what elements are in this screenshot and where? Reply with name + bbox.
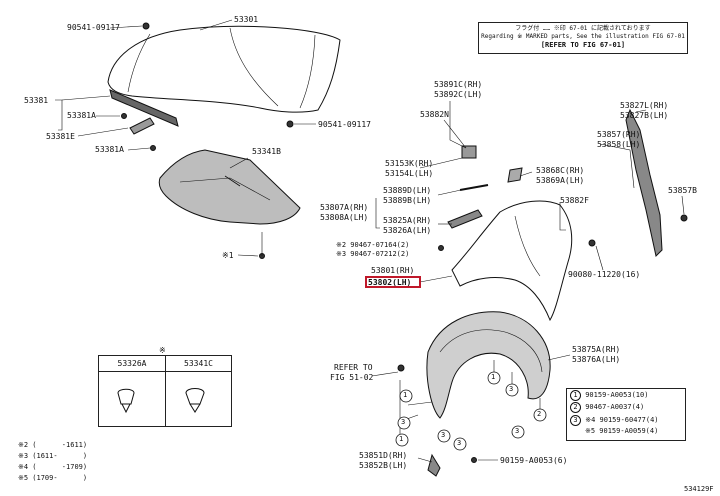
callout-number: 3 bbox=[509, 385, 514, 393]
part-label[interactable]: 53889B(LH) bbox=[383, 196, 432, 205]
callout-number: 1 bbox=[399, 435, 404, 443]
hood-insulator bbox=[158, 149, 301, 225]
part-label[interactable]: 53301 bbox=[234, 15, 259, 24]
highlight-box bbox=[365, 276, 421, 288]
fastener-key-table: 1 90159-A0053(10) 2 90467-A0037(4) 3 ※4 … bbox=[566, 388, 686, 441]
note-line-jp: フラグ付 …… ※印 67-01 に記載されております bbox=[515, 25, 651, 32]
footnote: ※4 ( -1709) bbox=[18, 463, 88, 471]
key-row-3[interactable]: 3 ※4 90159-60477(4) bbox=[570, 415, 659, 426]
refer-label[interactable]: FIG 51-02 bbox=[330, 373, 374, 382]
part-label[interactable]: 53857B bbox=[668, 186, 697, 195]
note-refer: [REFER TO FIG 67-01] bbox=[540, 41, 626, 49]
part-label[interactable]: 53868C(RH) bbox=[536, 166, 585, 175]
part-label[interactable]: 53807A(RH) bbox=[320, 203, 369, 212]
part-label[interactable]: 53857(RH) bbox=[597, 130, 641, 139]
part-label[interactable]: 53154L(LH) bbox=[385, 169, 434, 178]
callout-circles bbox=[395, 371, 547, 451]
part-label[interactable]: 53858(LH) bbox=[597, 140, 641, 149]
callout-number: 3 bbox=[515, 427, 520, 435]
fender-outline bbox=[451, 200, 573, 322]
part-label[interactable]: 53889D(LH) bbox=[383, 186, 432, 195]
key-row-1[interactable]: 1 90159-A0053(10) bbox=[570, 390, 648, 401]
part-label[interactable]: 90159-A0053(6) bbox=[500, 456, 568, 465]
part-label[interactable]: 53892C(LH) bbox=[434, 90, 483, 99]
part-label[interactable]: 53381 bbox=[24, 96, 49, 105]
hood-outline bbox=[107, 25, 341, 113]
part-label[interactable]: 53827L(RH) bbox=[620, 101, 669, 110]
part-label[interactable]: 53341B bbox=[252, 147, 281, 156]
part-label[interactable]: 53882N bbox=[420, 110, 449, 119]
part-label[interactable]: 53891C(RH) bbox=[434, 80, 483, 89]
part-label[interactable]: 53808A(LH) bbox=[320, 213, 369, 222]
star-label: ※1 bbox=[222, 251, 234, 260]
part-label[interactable]: 53381E bbox=[46, 132, 75, 141]
part-label[interactable]: 53875A(RH) bbox=[572, 345, 621, 354]
part-label[interactable]: 53876A(LH) bbox=[572, 355, 621, 364]
part-label[interactable]: 53882F bbox=[560, 196, 589, 205]
part-label[interactable]: 90541-09117 bbox=[67, 23, 120, 32]
hood-seal bbox=[109, 89, 179, 127]
part-label[interactable]: 53827B(LH) bbox=[620, 111, 669, 120]
part-label[interactable]: 53825A(RH) bbox=[383, 216, 432, 225]
refer-label[interactable]: REFER TO bbox=[334, 363, 373, 372]
key-row-4[interactable]: ※5 90159-A0059(4) bbox=[585, 427, 659, 435]
part-label[interactable]: 53852B(LH) bbox=[359, 461, 408, 470]
part-label[interactable]: ※3 90467-07212(2) bbox=[336, 250, 410, 258]
callout-number: 3 bbox=[401, 418, 406, 426]
clip-table: 53326A 53341C bbox=[98, 355, 232, 427]
clip-col-53326A[interactable]: 53326A bbox=[99, 356, 166, 372]
note-line-en: Regarding ※ MARKED parts, See the illust… bbox=[481, 33, 685, 40]
part-label[interactable]: ※2 90467-07164(2) bbox=[336, 241, 410, 249]
callout-number: 2 bbox=[537, 410, 542, 418]
note-box: フラグ付 …… ※印 67-01 に記載されております Regarding ※ … bbox=[478, 22, 688, 54]
key-row-2[interactable]: 2 90467-A0037(4) bbox=[570, 402, 644, 413]
fender-liner bbox=[426, 311, 551, 419]
callout-number: 3 bbox=[457, 439, 462, 447]
part-label-highlighted[interactable]: 53802(LH) bbox=[368, 278, 412, 287]
footnote: ※2 ( -1611) bbox=[18, 441, 88, 449]
clip-col-53341C[interactable]: 53341C bbox=[166, 356, 231, 372]
footnote: ※3 (1611- ) bbox=[18, 452, 88, 460]
part-label[interactable]: 53153K(RH) bbox=[385, 159, 434, 168]
part-label[interactable]: 90541-09117 bbox=[318, 120, 371, 129]
footnote: ※5 (1709- ) bbox=[18, 474, 88, 482]
part-label[interactable]: 53381A bbox=[67, 111, 96, 120]
part-label[interactable]: 53381A bbox=[95, 145, 124, 154]
part-label[interactable]: 53801(RH) bbox=[371, 266, 415, 275]
part-label[interactable]: 90080-11220(16) bbox=[568, 270, 641, 279]
part-label[interactable]: 53869A(LH) bbox=[536, 176, 585, 185]
part-label[interactable]: 53851D(RH) bbox=[359, 451, 408, 460]
page-reference: 534129F bbox=[684, 485, 714, 493]
part-label[interactable]: 53826A(LH) bbox=[383, 226, 432, 235]
callout-number: 3 bbox=[441, 431, 446, 439]
star-label: ※ bbox=[159, 346, 166, 355]
side-seal bbox=[625, 108, 663, 258]
callout-number: 1 bbox=[491, 373, 496, 381]
bracket-1 bbox=[461, 145, 477, 159]
callout-number: 1 bbox=[403, 391, 408, 399]
